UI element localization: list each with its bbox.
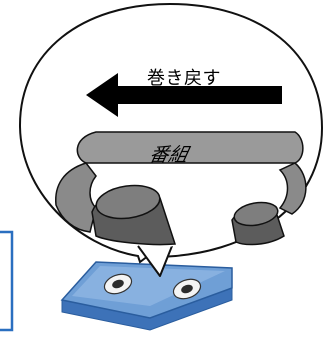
tape-band-top: [76, 131, 304, 164]
rewind-label: 巻き戻す: [147, 68, 221, 89]
speech-bubble-tail: [137, 245, 173, 277]
left-arrow-icon: [86, 73, 282, 117]
left-frame-edge: [0, 230, 14, 332]
tape-band: [55, 131, 307, 233]
cassette-top-highlight: [72, 266, 225, 306]
tape-reel-icon: [91, 184, 285, 246]
tape-band-right-curl: [278, 162, 307, 215]
reel-left-face: [95, 184, 161, 220]
cassette-reel-left-hub: [112, 279, 124, 289]
video-cassette-icon: [60, 261, 233, 331]
cassette-reel-right-hub: [181, 284, 193, 294]
program-label: 番組: [147, 144, 191, 166]
tape-band-left-curl: [55, 162, 97, 233]
reel-right-face: [233, 201, 279, 227]
